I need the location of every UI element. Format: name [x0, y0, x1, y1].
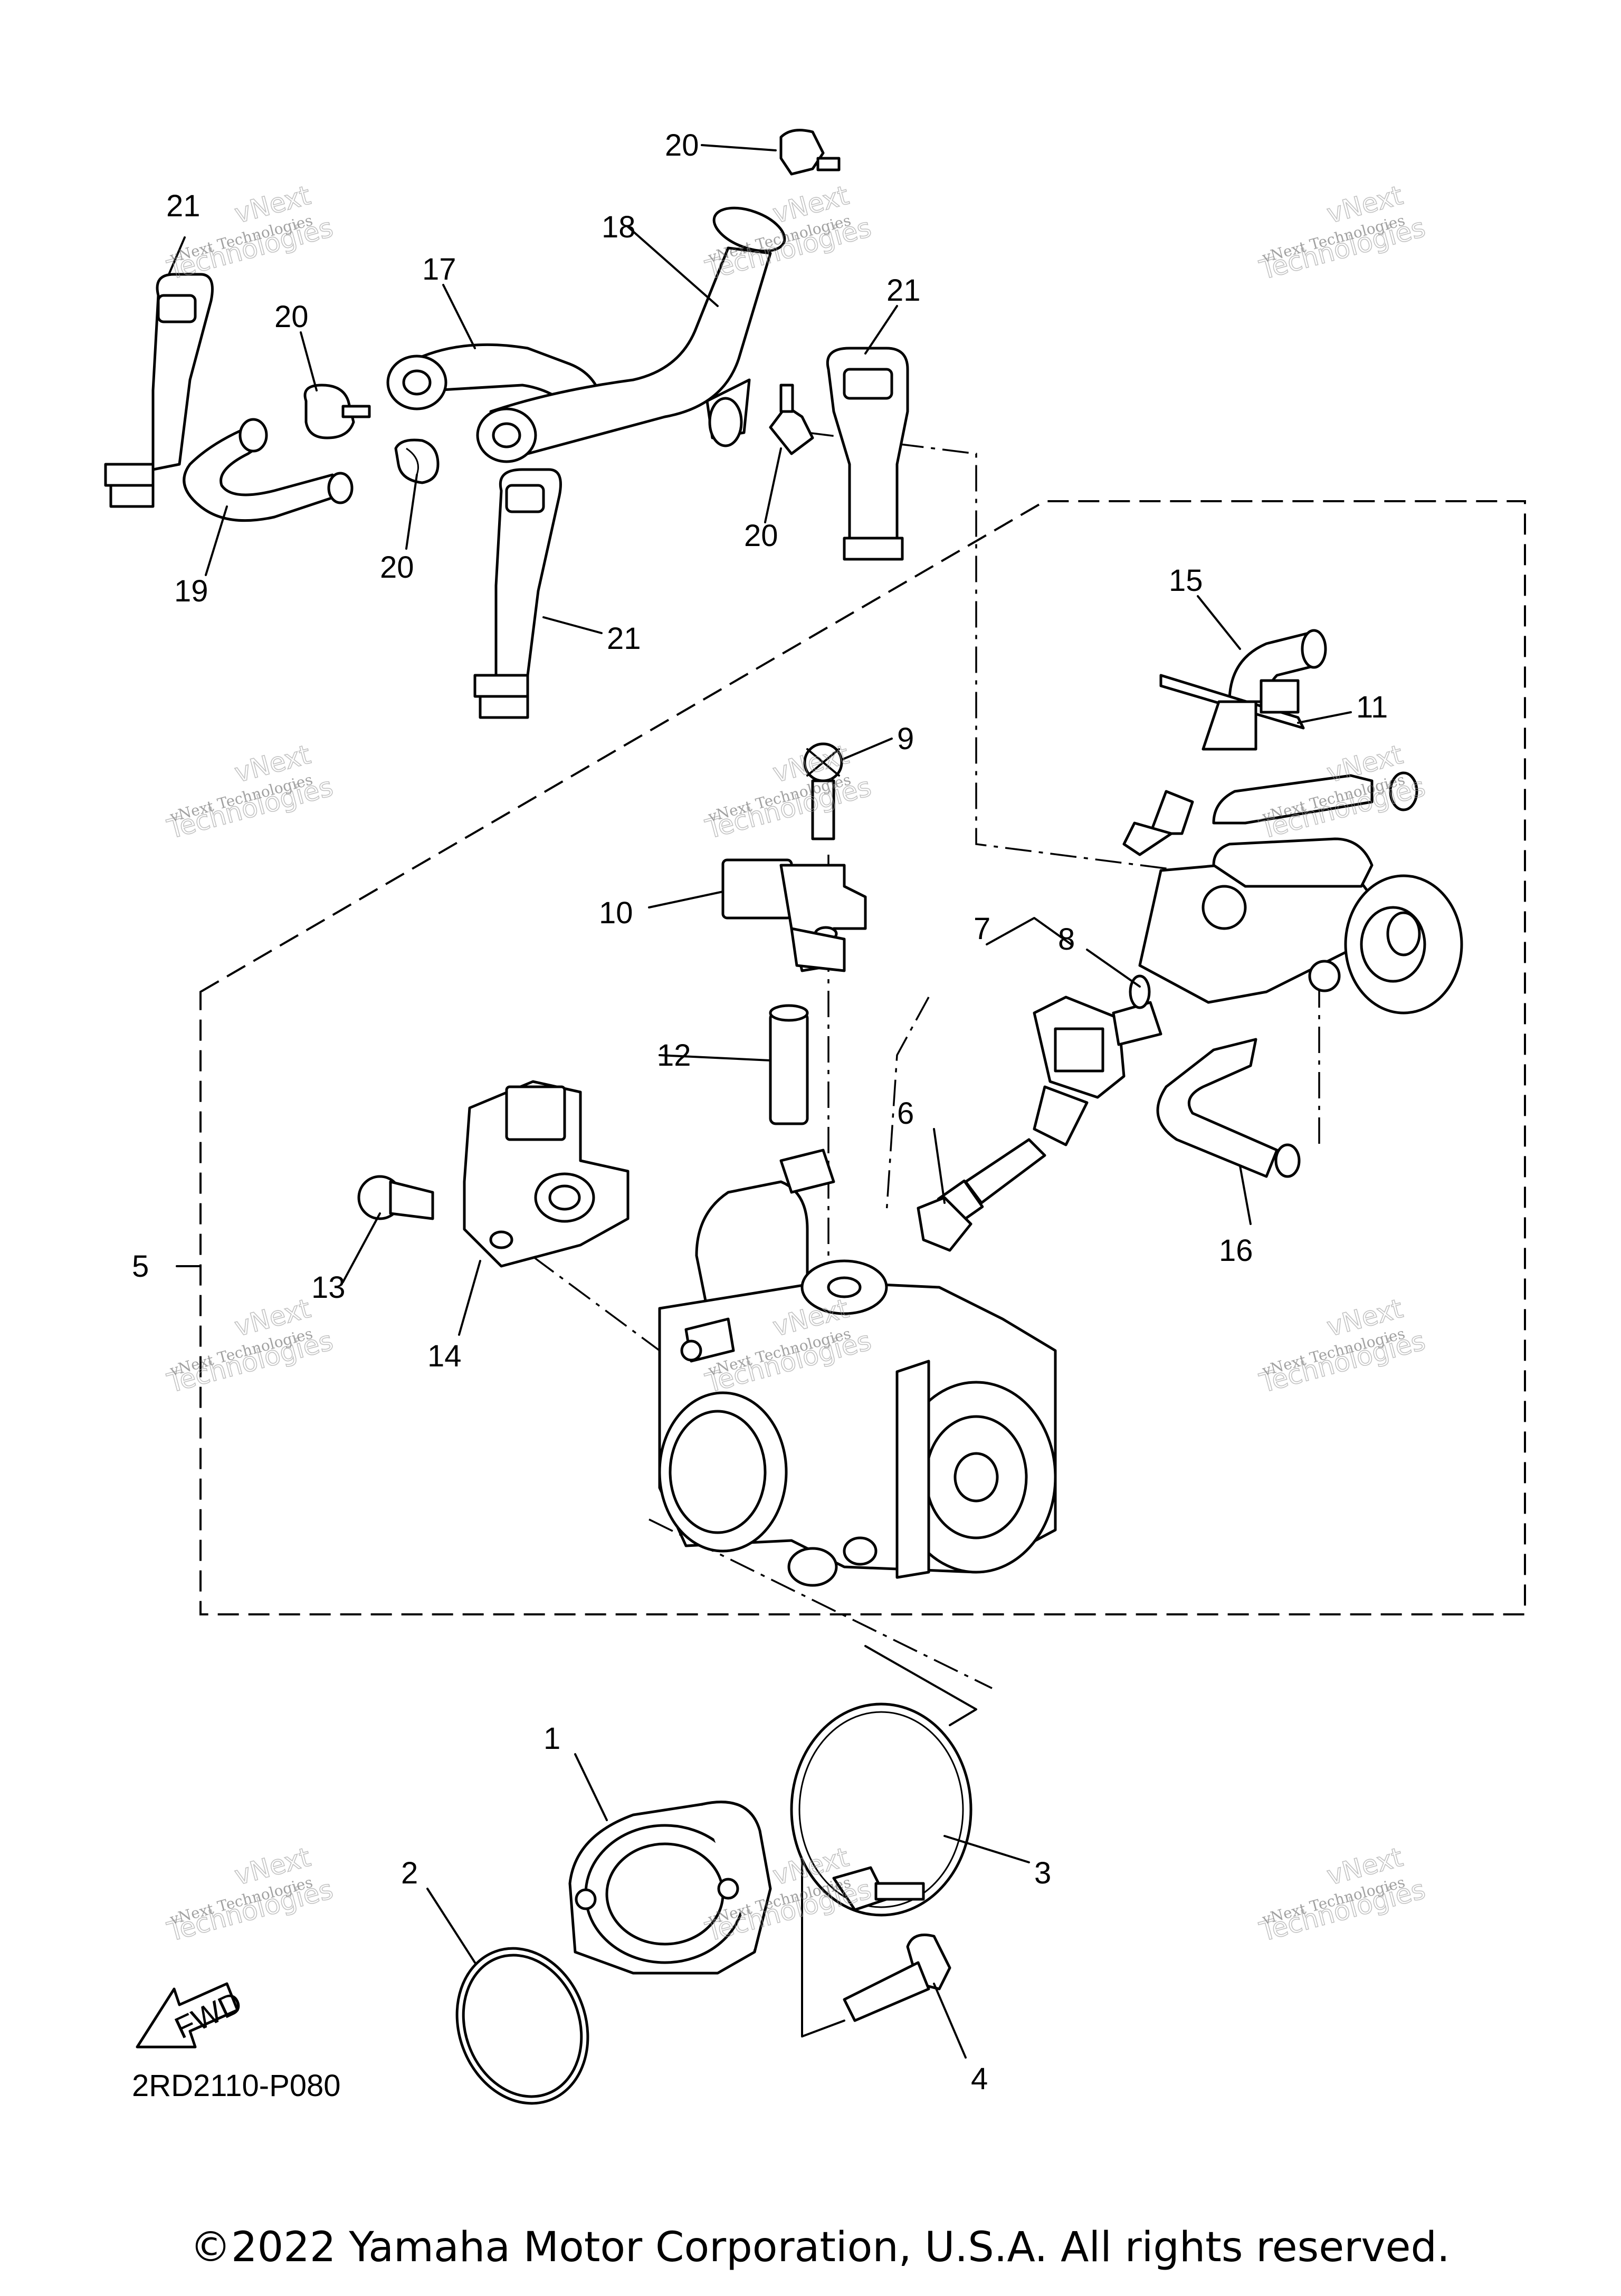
callout-10: 10: [599, 896, 633, 930]
watermark: vNext Technologies Technologies vNext: [1256, 1841, 1429, 1948]
hose-clip-20-a: [303, 384, 371, 439]
callout-21-left: 21: [166, 189, 201, 223]
callout-8: 8: [1058, 922, 1075, 956]
bracket-7: [986, 917, 1072, 945]
centerline-injector: [885, 997, 930, 1214]
bracket-3: [864, 1645, 977, 1726]
diagram-code: 2RD2110-P080: [132, 2069, 341, 2103]
clamp-3: [790, 1702, 972, 1917]
throttle-body: [658, 1149, 1057, 1587]
callout-13: 13: [311, 1270, 346, 1305]
callout-15: 15: [1169, 563, 1203, 598]
hose-clip-20-d: [779, 129, 841, 176]
callout-2: 2: [401, 1856, 418, 1890]
clip-21-left: [104, 273, 214, 508]
hose-19: [183, 418, 354, 522]
callout-19: 19: [174, 574, 208, 608]
callout-21-right: 21: [886, 273, 921, 308]
o-ring-2: [455, 1947, 589, 2105]
watermark: vNext Technologies Technologies vNext: [164, 739, 337, 845]
copyright-notice: ©2022 Yamaha Motor Corporation, U.S.A. A…: [190, 2224, 1450, 2271]
callout-6: 6: [897, 1096, 914, 1131]
callout-12: 12: [657, 1038, 691, 1073]
watermark: vNext Technologies Technologies vNext: [702, 739, 875, 845]
iac-valve-assembly: [1138, 700, 1463, 1015]
clip-21-center: [473, 468, 562, 719]
throttle-position-sensor-14: [463, 1080, 630, 1268]
centerline-hose-routing: [807, 432, 1320, 872]
clip-21-right: [826, 347, 909, 561]
callout-7: 7: [974, 912, 990, 946]
callout-20-right: 20: [744, 519, 778, 553]
callout-16: 16: [1219, 1233, 1253, 1268]
forward-arrow: FWD: [136, 1982, 247, 2049]
bolt-4: [843, 1934, 951, 2022]
callout-20-lower: 20: [380, 550, 414, 585]
watermark: vNext Technologies Technologies vNext: [164, 1841, 337, 1948]
watermark: vNext Technologies Technologies vNext: [164, 1293, 337, 1399]
hose-clip-20-b: [394, 438, 440, 484]
injector-7: [937, 996, 1162, 1227]
hose-clip-20-c: [769, 384, 814, 455]
bracket-4: [801, 1814, 845, 2037]
callout-21-lower: 21: [607, 621, 641, 656]
assembly-5-boundary: [199, 500, 1526, 1615]
sensor-10: [721, 858, 867, 972]
callout-numbers: 1 2 3 4 5 6 7 8 9 10 11 12 13 14 15 16 1…: [132, 128, 1388, 2096]
callout-1: 1: [543, 1721, 560, 1756]
callout-20-top: 20: [665, 128, 699, 162]
callout-18: 18: [602, 210, 636, 244]
callout-3: 3: [1034, 1856, 1051, 1890]
callout-17: 17: [422, 252, 456, 286]
hose-16: [1156, 1038, 1301, 1178]
bolt-13: [357, 1175, 434, 1220]
callout-5: 5: [132, 1249, 149, 1284]
watermark: vNext Technologies Technologies vNext: [1256, 179, 1429, 286]
collar-12: [769, 1004, 809, 1125]
screw-9: [803, 742, 843, 840]
callout-4: 4: [971, 2062, 988, 2096]
screw-iac: [1122, 790, 1194, 856]
callout-11: 11: [1356, 690, 1388, 724]
watermark: vNext Technologies Technologies vNext: [1256, 1293, 1429, 1399]
joint-1: [568, 1801, 772, 1975]
leader-lines: [168, 144, 1352, 2059]
callout-14: 14: [427, 1339, 462, 1373]
callout-20-left: 20: [274, 300, 309, 334]
callout-9: 9: [897, 722, 914, 756]
collar-6: [917, 1196, 972, 1252]
hose-18: [476, 206, 786, 463]
